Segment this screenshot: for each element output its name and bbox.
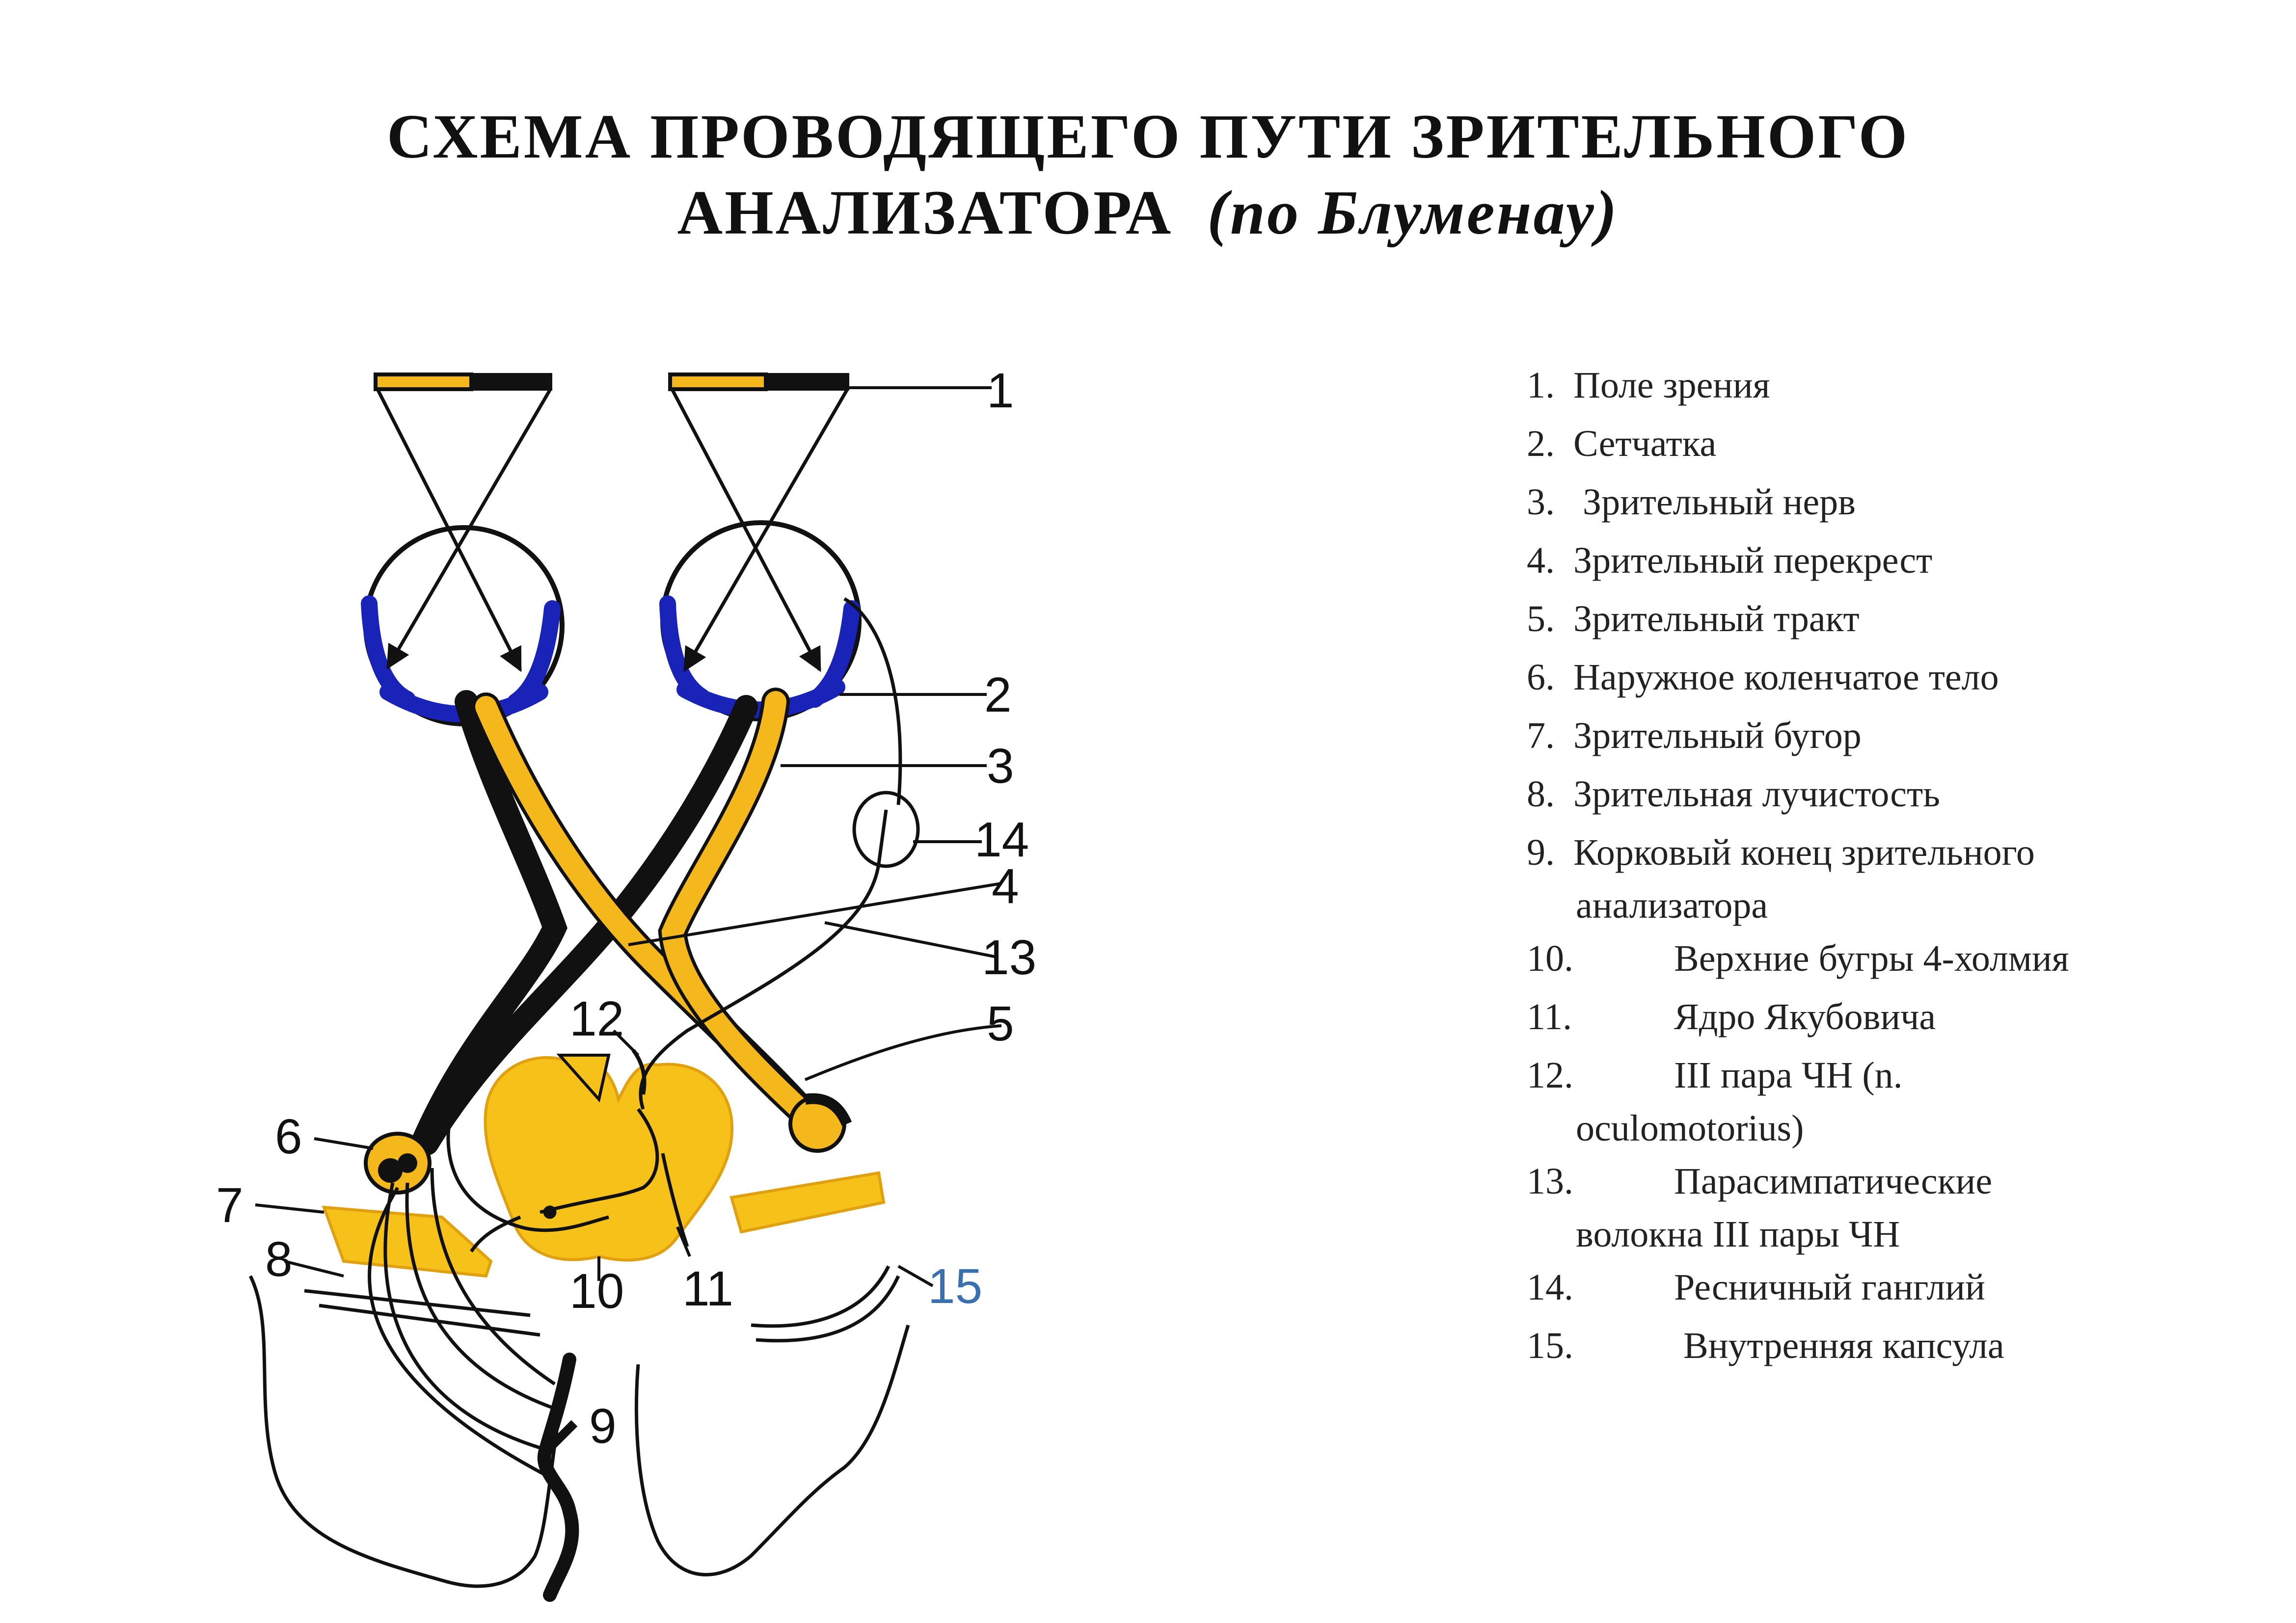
visual-field-left [374, 372, 552, 391]
legend-text-continued: волокна III пары ЧН [1576, 1214, 1900, 1255]
legend-item: 1. Поле зрения [1527, 361, 2283, 419]
diagram-label-1: 1 [987, 363, 1014, 418]
legend-item: 6. Наружное коленчатое тело [1527, 653, 2283, 711]
right-lgb [788, 1093, 852, 1153]
legend-text: Зрительный бугор [1573, 715, 1862, 756]
right-thalamus [729, 1171, 886, 1234]
parasympathetic-fibers [446, 597, 920, 1248]
legend-text: Наружное коленчатое тело [1573, 657, 1999, 698]
diagram-label-5: 5 [987, 996, 1014, 1051]
legend-item: 5. Зрительный тракт [1527, 594, 2283, 653]
legend-item: 8. Зрительная лучистость [1527, 770, 2283, 828]
legend-text: Сетчатка [1573, 423, 1717, 464]
legend-num: 5. [1527, 598, 1555, 639]
legend-item: 11. Ядро Якубовича [1527, 992, 2283, 1051]
legend-num: 1. [1527, 365, 1555, 406]
optic-pathway [410, 688, 819, 1155]
legend-num: 3. [1527, 481, 1555, 523]
legend-item: 14. Ресничный ганглий [1527, 1263, 2283, 1321]
legend-num: 15. [1527, 1325, 1573, 1366]
legend-num: 4. [1527, 540, 1555, 581]
legend-text: Ядро Якубовича [1674, 996, 1936, 1038]
legend-num: 7. [1527, 715, 1555, 756]
diagram-label-4: 4 [992, 859, 1019, 914]
legend-item: 10. Верхние бугры 4-холмия [1527, 934, 2283, 992]
calcarine-cortex [537, 1353, 579, 1602]
visual-field-right [668, 372, 849, 391]
optic-radiation [368, 1168, 556, 1479]
legend-text: Зрительный перекрест [1573, 540, 1933, 581]
legend-item: 15. Внутренняя капсула [1527, 1321, 2283, 1380]
title-main: АНАЛИЗАТОРА [677, 178, 1173, 247]
diagram-label-10: 10 [569, 1264, 624, 1319]
diagram-label-7: 7 [216, 1178, 243, 1233]
legend-num: 10. [1527, 938, 1573, 979]
legend-text: Внутренняя капсула [1674, 1325, 2004, 1366]
legend-num: 12. [1527, 1055, 1573, 1096]
legend-text: Парасимпатические [1674, 1161, 1993, 1202]
legend-item: 12. III пара ЧН (n. [1527, 1051, 2283, 1104]
legend-item: 9. Корковый конец зрительного [1527, 828, 2283, 881]
left-lgb [364, 1132, 432, 1195]
legend-num: 11. [1527, 996, 1572, 1038]
legend-text: Зрительный нерв [1573, 481, 1856, 523]
title-line-2: АНАЛИЗАТОРА (по Блуменау) [0, 177, 2296, 249]
legend-item: 7. Зрительный бугор [1527, 711, 2283, 770]
diagram-label-2: 2 [984, 667, 1012, 722]
diagram-label-13: 13 [982, 930, 1036, 985]
legend-text: III пара ЧН (n. [1674, 1055, 1903, 1096]
legend-text: Зрительная лучистость [1573, 773, 1940, 815]
legend-text-continued: анализатора [1576, 885, 1768, 926]
diagram-label-6: 6 [275, 1109, 302, 1164]
internal-capsule [304, 1265, 900, 1343]
legend-num: 2. [1527, 423, 1555, 464]
legend-item: 3. Зрительный нерв [1527, 478, 2283, 536]
diagram-label-12: 12 [569, 991, 624, 1046]
title-author: (по Блуменау) [1207, 178, 1619, 247]
right-eyeball [659, 520, 862, 721]
diagram-label-14: 14 [974, 812, 1029, 867]
legend-text: Ресничный ганглий [1674, 1267, 1985, 1308]
legend-text: Зрительный тракт [1573, 598, 1860, 639]
diagram-label-11: 11 [682, 1261, 733, 1316]
legend-item: 13. Парасимпатические [1527, 1157, 2283, 1210]
leader-lines [255, 386, 1002, 1287]
legend-item: 2. Сетчатка [1527, 419, 2283, 478]
title-line-1: СХЕМА ПРОВОДЯЩЕГО ПУТИ ЗРИТЕЛЬНОГО [386, 102, 1910, 171]
legend-num: 8. [1527, 773, 1555, 815]
legend-num: 9. [1527, 832, 1555, 873]
legend-text: Верхние бугры 4-холмия [1674, 938, 2069, 979]
legend-text: Поле зрения [1573, 365, 1770, 406]
legend-item: 4. Зрительный перекрест [1527, 536, 2283, 594]
diagram-label-8: 8 [265, 1232, 293, 1287]
legend-text: Корковый конец зрительного [1573, 832, 2035, 873]
legend-num: 14. [1527, 1267, 1573, 1308]
diagram-label-3: 3 [987, 739, 1014, 794]
legend-num: 6. [1527, 657, 1555, 698]
diagram-label-9: 9 [589, 1399, 617, 1454]
legend-num: 13. [1527, 1161, 1573, 1202]
diagram-label-15: 15 [928, 1259, 982, 1314]
legend: 1. Поле зрения 2. Сетчатка 3. Зрительный н… [1527, 361, 2283, 1380]
cortex-outline [248, 1215, 910, 1588]
light-rays [376, 389, 849, 672]
legend-text-continued: oculomotorius) [1576, 1108, 1804, 1149]
